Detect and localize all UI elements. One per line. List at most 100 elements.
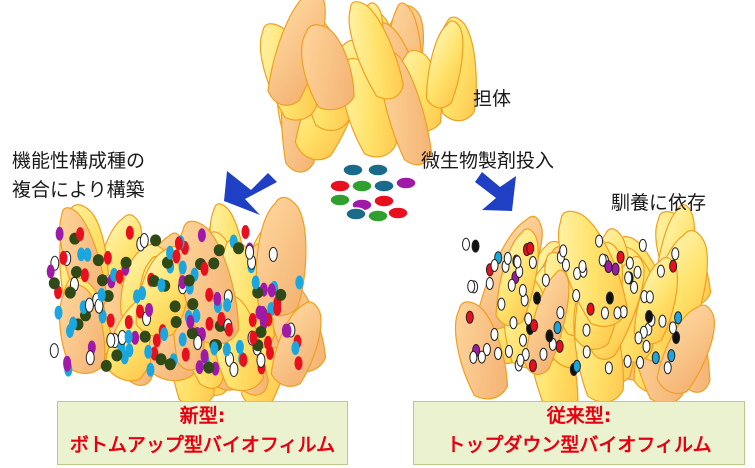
microbe-cell	[561, 258, 570, 272]
microbe-cell	[223, 298, 232, 313]
microbe-cell	[530, 319, 539, 333]
microbe-cell	[671, 247, 680, 261]
microbe-cell	[164, 358, 176, 371]
microbe-cell	[106, 313, 115, 328]
microbe-cell	[229, 361, 239, 377]
microbe-cell	[155, 353, 167, 366]
microbe-cell	[524, 312, 533, 326]
microbe-cell	[178, 260, 187, 275]
conventional-method-label: 馴養に依存	[611, 192, 707, 214]
microbe-cell	[291, 341, 300, 356]
microbe-cell	[528, 255, 537, 269]
microbe-cell	[183, 274, 195, 287]
microbe-cell	[85, 350, 95, 366]
microbe-cell	[559, 244, 568, 258]
microbe-cell	[633, 265, 642, 279]
microbe-cell	[146, 362, 155, 377]
microbe-cell	[572, 288, 581, 302]
inoculant-pellet	[367, 163, 389, 177]
microbe-cell	[267, 301, 276, 316]
microbe-cell	[248, 313, 257, 328]
inoculant-pellet	[373, 194, 395, 208]
right-arrow	[475, 172, 516, 211]
new-method-label-line2: 複合により構築	[12, 179, 145, 201]
microbe-cell	[645, 290, 654, 304]
microbe-cell	[92, 254, 104, 267]
microbe-cell	[197, 228, 206, 243]
microbe-cell	[84, 297, 94, 313]
microbe-cell	[251, 275, 260, 290]
inoculant-pellet	[373, 179, 395, 193]
microbe-cell	[259, 311, 268, 326]
microbe-cell	[598, 253, 607, 267]
top-down-biofilm-cluster	[454, 204, 715, 414]
microbe-cell	[545, 329, 554, 343]
microbe-cell	[106, 332, 116, 348]
microbe-cell	[150, 234, 162, 247]
microbe-cell	[241, 225, 250, 240]
microbe-cell	[120, 256, 132, 269]
microbe-cell	[172, 249, 181, 264]
old-type-subtitle: トップダウン型バイオフィルム	[446, 434, 712, 456]
microbe-cell	[195, 360, 204, 375]
microbe-cell	[49, 343, 59, 359]
microbe-cell	[490, 258, 499, 272]
microbe-cell	[539, 347, 548, 361]
microbe-cell	[281, 323, 290, 338]
microbe-cell	[497, 297, 506, 311]
microbe-cell	[295, 275, 304, 290]
inoculant-pellet	[345, 207, 367, 221]
microbe-cell	[186, 327, 198, 340]
microbe-cell	[200, 349, 209, 364]
microbial-inoculant-group	[329, 163, 417, 223]
carrier-flake	[524, 269, 570, 376]
carrier-flake	[267, 0, 326, 106]
left-arrow	[224, 171, 277, 215]
new-type-subtitle: ボトムアップ型バイオフィルム	[69, 434, 336, 456]
microbe-cell	[263, 335, 272, 350]
microbe-cell	[616, 250, 625, 264]
microbe-cell	[668, 321, 677, 335]
microbe-cell	[77, 247, 86, 262]
microbe-cell	[200, 261, 209, 276]
carrier-flake	[348, 1, 404, 100]
inoculant-pellet	[395, 176, 417, 190]
microbe-cell	[203, 361, 215, 374]
microbe-cell	[235, 339, 244, 354]
microbe-cell	[97, 287, 106, 302]
microbe-cell	[600, 306, 609, 320]
microbe-cell	[624, 271, 633, 285]
microbe-cell	[273, 301, 282, 316]
microbe-cell	[145, 302, 154, 317]
microbe-cell	[477, 350, 486, 364]
microbe-cell	[541, 273, 550, 287]
microbe-cell	[157, 278, 166, 293]
microbe-cell	[526, 241, 535, 255]
microbe-cell	[152, 333, 161, 348]
new-type-box: 新型: ボトムアップ型バイオフィルム	[57, 401, 348, 465]
inoculant-pellet	[342, 163, 364, 177]
microbe-cell	[533, 291, 542, 305]
microbe-cell	[509, 316, 518, 330]
microbe-cell	[210, 341, 219, 356]
microbe-cell	[482, 343, 491, 357]
microbe-cell	[71, 265, 83, 278]
microbe-cell	[611, 262, 620, 276]
microbe-cell	[132, 289, 141, 304]
microbe-cell	[658, 314, 667, 328]
new-method-label-line1: 機能性構成種の	[12, 150, 146, 172]
microbe-cell	[667, 349, 676, 363]
microbe-cell	[638, 238, 647, 252]
microbe-cell	[239, 352, 248, 367]
inoculant-pellet	[329, 179, 351, 193]
microbe-cell	[174, 236, 183, 251]
microbe-cell	[674, 311, 683, 325]
microbe-cell	[186, 314, 195, 329]
microbe-cell	[160, 327, 169, 342]
microbe-cell	[465, 310, 474, 324]
microbe-cell	[80, 268, 89, 283]
new-type-title: 新型:	[179, 405, 226, 427]
microbe-cell	[275, 288, 287, 301]
microbe-cell	[578, 259, 587, 273]
microbe-cell	[249, 330, 258, 345]
